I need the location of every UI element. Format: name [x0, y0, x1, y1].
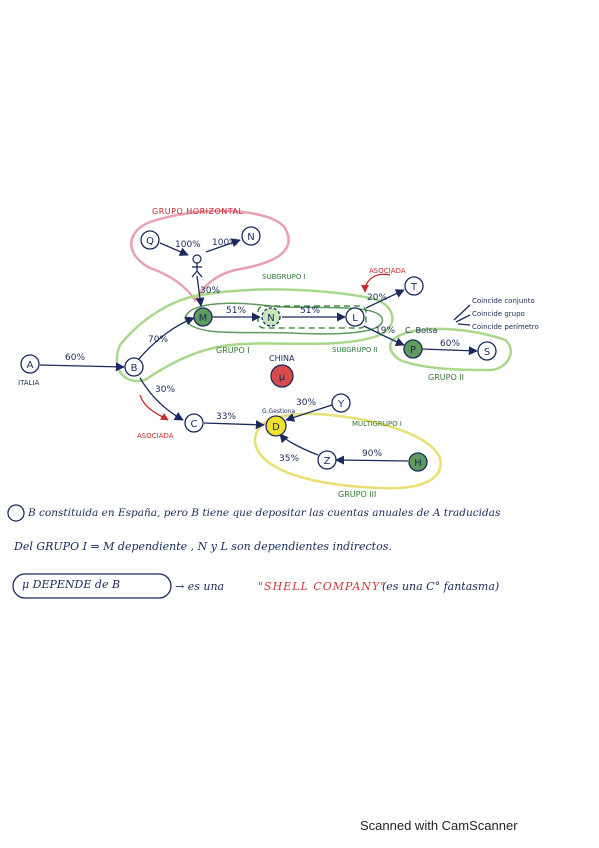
label-coincide-2: Coincide grupo: [472, 310, 525, 318]
edge-y-d: [285, 404, 333, 422]
grupo-3-outline: [253, 412, 442, 490]
label-china: CHINA: [269, 354, 295, 363]
node-h: H: [408, 452, 428, 472]
label-grupo-horizontal: GRUPO HORIZONTAL: [152, 207, 244, 216]
asociada-bottom-arrow: [139, 394, 169, 421]
node-a: A: [20, 354, 40, 374]
node-n: N: [261, 307, 281, 327]
svg-text:Y: Y: [337, 399, 345, 410]
node-y: Y: [331, 393, 351, 413]
edge-b-m: [137, 316, 195, 361]
label-italia: ITALIA: [18, 379, 40, 387]
edge-p-s: [421, 346, 478, 356]
edge-h-z: [335, 455, 409, 465]
pct-l-p: 19%: [375, 326, 395, 336]
edge-l-p: [363, 325, 405, 347]
edge-q-person: [159, 242, 189, 256]
svg-text:A: A: [27, 360, 34, 371]
subgrupo-1-outline: [184, 302, 383, 335]
label-multigrupo-1: MULTIGRUPO I: [352, 420, 402, 428]
pct-n-l: 51%: [300, 306, 320, 316]
edge-c-d: [203, 420, 265, 430]
label-asociada-bottom: ASOCIADA: [137, 432, 174, 440]
edge-z-d: [279, 433, 319, 456]
edge-coincide-2: [455, 314, 471, 323]
camscanner-watermark: Scanned with CamScanner: [360, 818, 518, 833]
pct-b-m: 70%: [148, 335, 168, 345]
svg-text:Q: Q: [146, 236, 154, 247]
svg-text:D: D: [272, 422, 280, 433]
edge-coincide-1: [453, 304, 471, 321]
svg-text:H: H: [414, 458, 422, 469]
node-b: B: [124, 357, 144, 377]
svg-text:N: N: [247, 232, 254, 243]
pct-z-d: 35%: [279, 454, 299, 464]
pct-person-n: 100%: [212, 238, 238, 248]
node-l: L: [345, 307, 365, 327]
node-mu: μ: [270, 364, 294, 388]
pct-person-m: 30%: [200, 286, 220, 296]
grupo-2-outline: [389, 327, 512, 372]
svg-text:Z: Z: [324, 456, 331, 467]
edge-coincide-3: [457, 323, 471, 326]
natural-person-icon: [191, 254, 203, 278]
node-s: S: [477, 341, 497, 361]
edge-l-t: [365, 289, 405, 309]
label-subgrupo-1: SUBGRUPO I: [262, 273, 306, 281]
node-p: P: [403, 339, 423, 359]
label-asociada-top: ASOCIADA: [369, 267, 406, 275]
b-circle-mark: [7, 504, 25, 522]
label-grupo-1: GRUPO I: [216, 346, 250, 355]
svg-text:N: N: [267, 313, 274, 324]
node-d: D: [265, 415, 287, 437]
svg-text:L: L: [352, 313, 358, 324]
node-n-top: N: [241, 226, 261, 246]
pct-q-person: 100%: [175, 240, 201, 250]
pct-h-z: 90%: [362, 449, 382, 459]
svg-text:P: P: [410, 345, 416, 356]
label-coincide-3: Coincide perímetro: [472, 323, 539, 331]
pct-c-d: 33%: [216, 412, 236, 422]
edge-person-n: [205, 238, 241, 253]
pct-y-d: 30%: [296, 398, 316, 408]
label-grupo-2: GRUPO II: [428, 373, 464, 382]
pct-m-n: 51%: [226, 306, 246, 316]
label-subgrupo-2: SUBGRUPO II: [332, 346, 378, 354]
svg-text:M: M: [199, 313, 208, 324]
edge-a-b: [39, 362, 125, 372]
node-q: Q: [140, 230, 160, 250]
pct-b-c: 30%: [155, 385, 175, 395]
pct-a-b: 60%: [65, 353, 85, 363]
node-c: C: [184, 413, 204, 433]
svg-text:B: B: [131, 363, 138, 374]
asociada-top-arrow: [361, 273, 391, 293]
grupo-horizontal-outline: [130, 209, 290, 303]
node-t: T: [404, 276, 424, 296]
pct-l-t: 20%: [367, 293, 387, 303]
label-c-bolsa: C. Bolsa: [405, 326, 437, 335]
pct-p-s: 60%: [440, 339, 460, 349]
label-g-gestiona: G.Gestiona: [262, 408, 296, 415]
label-coincide-1: Coincide conjunto: [472, 297, 535, 305]
svg-text:C: C: [191, 419, 198, 430]
node-m: M: [193, 307, 213, 327]
svg-text:T: T: [410, 282, 418, 293]
node-z: Z: [317, 450, 337, 470]
edge-b-c: [139, 377, 184, 421]
label-grupo-3: GRUPO III: [338, 490, 376, 499]
svg-text:μ: μ: [279, 372, 286, 383]
edge-person-m: [195, 275, 205, 307]
depends-cloud-box: [12, 573, 172, 599]
svg-text:S: S: [484, 347, 490, 358]
